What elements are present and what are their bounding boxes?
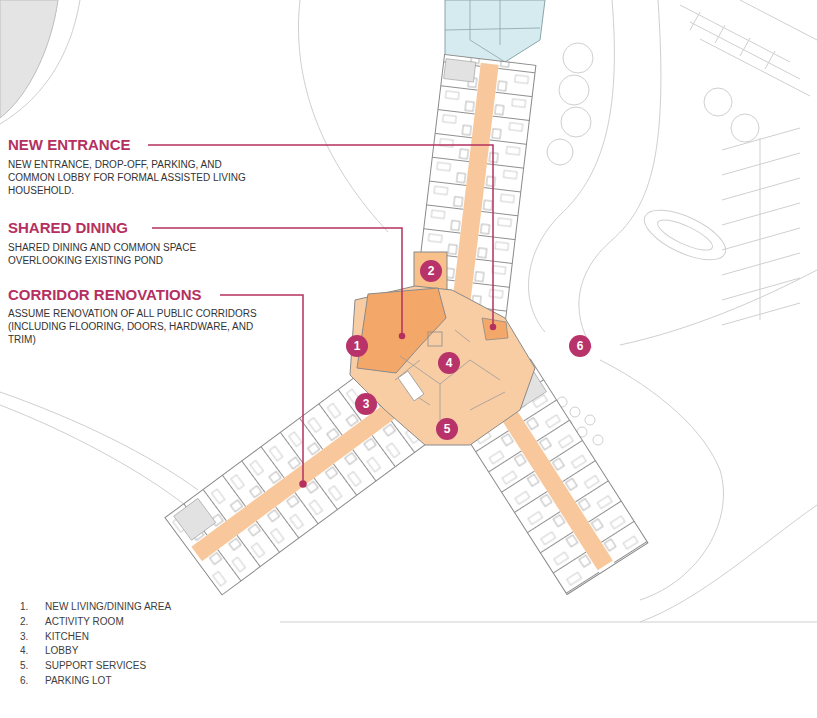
- callout-text: SHARED DINING AND COMMON SPACE OVERLOOKI…: [8, 241, 240, 268]
- callout-number: 4: [446, 356, 453, 370]
- callout-text: ASSUME RENOVATION OF ALL PUBLIC CORRIDOR…: [8, 307, 283, 346]
- corridor: [449, 63, 499, 331]
- callout-heading: SHARED DINING: [8, 219, 130, 237]
- callout-circle: 4: [438, 352, 460, 374]
- list-number: 6.: [20, 674, 28, 688]
- callout-number: 6: [577, 339, 584, 353]
- wing-outline: [165, 346, 454, 594]
- callout-number: 1: [354, 339, 361, 353]
- site-lines: [0, 0, 817, 622]
- callout-number: 5: [444, 422, 451, 436]
- stair: [444, 59, 476, 82]
- list-number: 3.: [20, 630, 28, 644]
- list-item: ACTIVITY ROOM: [45, 611, 124, 629]
- shrub: [593, 435, 603, 445]
- site-line: [280, 622, 817, 623]
- callout-circle: 1: [346, 335, 368, 357]
- road-edge: [529, 0, 615, 332]
- list-number: 6.: [20, 670, 28, 688]
- list-item: ACTIVITY ROOM: [45, 615, 124, 629]
- list-item: PARKING LOT: [45, 670, 112, 688]
- shrub: [585, 415, 595, 425]
- parking-island: [638, 200, 733, 270]
- callout-heading: CORRIDOR RENOVATIONS: [8, 286, 204, 304]
- pond: [0, 0, 58, 118]
- list-item: NEW LIVING/DINING AREA: [45, 600, 171, 614]
- list-number: 5.: [20, 659, 28, 673]
- tree: [561, 107, 591, 137]
- tree: [559, 75, 589, 105]
- list-item: SUPPORT SERVICES: [45, 655, 146, 673]
- entrance-vestibule: [482, 318, 508, 340]
- list-item: SUPPORT SERVICES: [45, 659, 146, 673]
- southwest-wing: [165, 346, 454, 594]
- callout-circle: 5: [436, 418, 458, 440]
- parking-stalls: [680, 0, 817, 96]
- existing-building: [445, 0, 545, 62]
- parking-stalls: [690, 12, 775, 69]
- activity-room: [414, 252, 447, 290]
- callout-heading: NEW ENTRANCE: [8, 136, 133, 154]
- list-item: KITCHEN: [45, 630, 89, 644]
- list-item: KITCHEN: [45, 626, 89, 644]
- list-number: 5.: [20, 655, 28, 673]
- list-item: LOBBY: [45, 644, 78, 658]
- callout-circle: 6: [569, 335, 591, 357]
- callout-text: NEW ENTRANCE, DROP-OFF, PARKING, AND COM…: [8, 158, 266, 197]
- hub-walls: [395, 330, 505, 420]
- site-curve: [0, 0, 80, 124]
- site-curve: [298, 0, 388, 232]
- callout-text: NEW ENTRANCE, DROP-OFF, PARKING, AND COM…: [8, 158, 266, 198]
- list-number: 2.: [20, 611, 28, 629]
- site-curve: [0, 392, 198, 490]
- callout-number: 3: [363, 397, 370, 411]
- tree: [547, 139, 573, 165]
- callout-text: SHARED DINING AND COMMON SPACE OVERLOOKI…: [8, 241, 240, 267]
- callout-heading: SHARED DINING: [8, 219, 130, 237]
- stair: [174, 498, 216, 540]
- kitchen-counter: [398, 371, 424, 401]
- parking-stalls: [722, 128, 800, 325]
- hub-outline: [350, 286, 535, 445]
- road-edge: [600, 360, 723, 600]
- callout-text: ASSUME RENOVATION OF ALL PUBLIC CORRIDOR…: [8, 307, 283, 347]
- list-number: 3.: [20, 626, 28, 644]
- parking-stalls: [760, 138, 761, 320]
- existing-building: [445, 0, 545, 62]
- existing-walls: [445, 0, 540, 62]
- site-curve: [0, 405, 185, 505]
- tree: [731, 114, 759, 142]
- tree: [563, 43, 593, 73]
- tree: [704, 88, 732, 116]
- list-number: 4.: [20, 640, 28, 658]
- site-curve: [640, 505, 817, 622]
- leader-dot: [400, 334, 405, 339]
- list-number: 2.: [20, 615, 28, 629]
- callout-circle: 3: [355, 393, 377, 415]
- list-item: LOBBY: [45, 640, 78, 658]
- callout-circle: 2: [420, 260, 442, 282]
- callout-number: 2: [428, 264, 435, 278]
- callout-heading: NEW ENTRANCE: [8, 136, 133, 154]
- parking-island: [654, 214, 716, 256]
- leader-dot: [491, 325, 496, 330]
- central-hub: [350, 252, 535, 445]
- elevator: [428, 332, 442, 346]
- road-edge: [579, 0, 661, 348]
- list-item: PARKING LOT: [45, 674, 112, 688]
- list-number: 1.: [20, 596, 28, 614]
- list-item: NEW LIVING/DINING AREA: [45, 596, 171, 614]
- shrub: [570, 407, 580, 417]
- list-number: 1.: [20, 600, 28, 614]
- leader-dot: [300, 481, 306, 487]
- callout-heading: CORRIDOR RENOVATIONS: [8, 286, 204, 304]
- list-number: 4.: [20, 644, 28, 658]
